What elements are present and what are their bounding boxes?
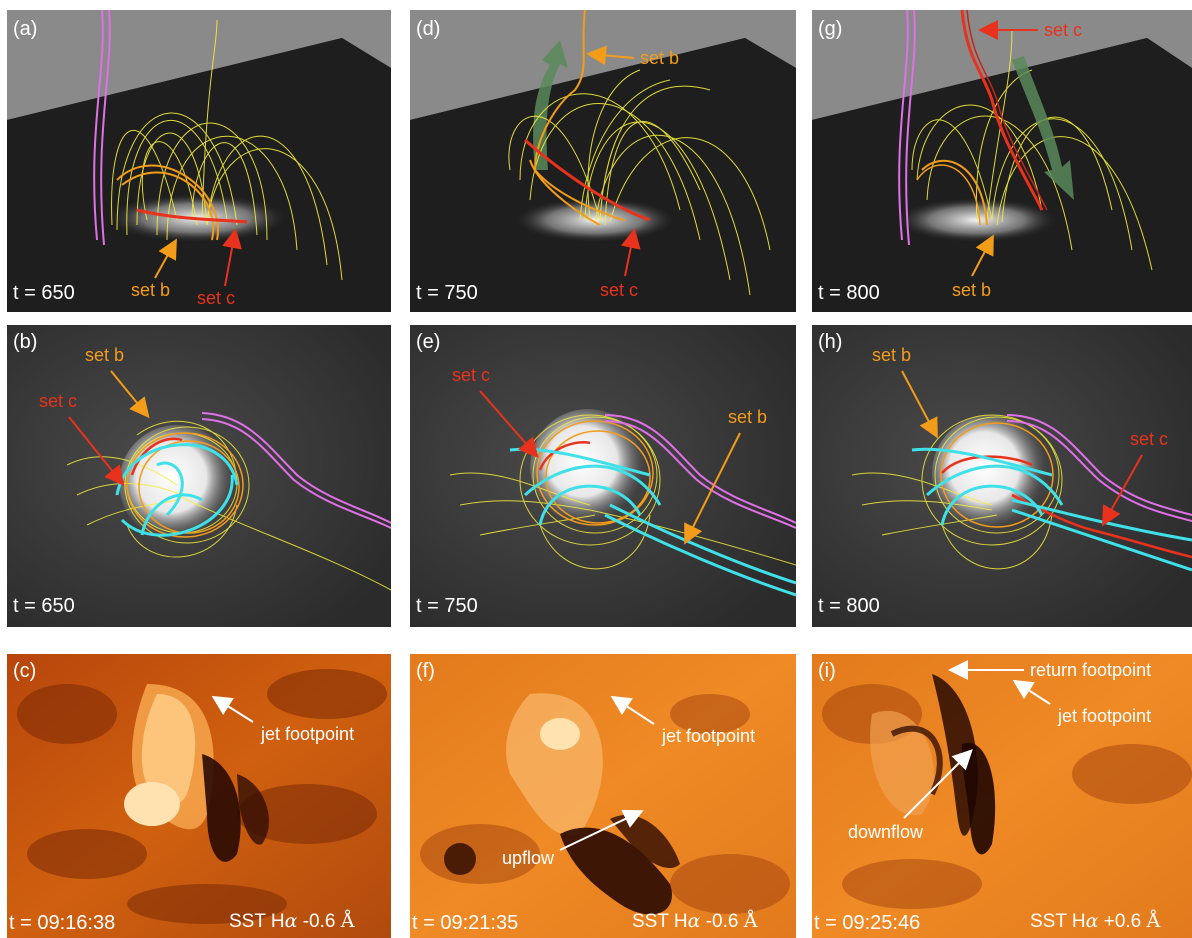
panel-c-instrument: SST Hα -0.6 Å (229, 910, 355, 933)
panel-e: (e) t = 750 set c set b (410, 325, 796, 627)
panel-a: (a) t = 650 set b set c (7, 10, 391, 312)
panel-i-annotation-return-footpoint: return footpoint (1030, 660, 1152, 680)
panel-e-label: (e) (416, 331, 441, 353)
panel-a-render (7, 10, 391, 312)
panel-b-label: (b) (13, 331, 38, 353)
panel-i: (i) t = 09:25:46 return footpoint jet fo… (812, 654, 1192, 938)
panel-g-render (812, 10, 1192, 312)
panel-g: (g) t = 800 set c set b (812, 10, 1192, 312)
line-symbol: α (284, 910, 298, 932)
panel-e-annotation-set-c: set c (452, 365, 491, 385)
panel-i-label: (i) (818, 660, 836, 682)
panel-b: (b) t = 650 set b set c (7, 325, 391, 627)
panel-i-annotation-jet-footpoint: jet footpoint (1058, 706, 1152, 726)
panel-h-render (812, 325, 1192, 627)
panel-g-label: (g) (818, 18, 843, 40)
panel-a-label: (a) (13, 18, 38, 40)
panel-f-annotation-upflow: upflow (502, 848, 555, 868)
panel-c-image (7, 654, 391, 938)
panel-b-time: t = 650 (13, 595, 75, 617)
panel-g-time: t = 800 (818, 282, 880, 304)
panel-f: (f) t = 09:21:35 jet footpoint upflow SS… (410, 654, 796, 938)
panel-d-render (410, 10, 796, 312)
panel-c: (c) t = 09:16:38 jet footpoint SST Hα -0… (7, 654, 391, 938)
panel-f-instrument: SST Hα -0.6 Å (632, 910, 758, 933)
panel-g-annotation-set-b: set b (952, 280, 992, 300)
panel-a-time: t = 650 (13, 282, 75, 304)
panel-d: (d) t = 750 set b set c (410, 10, 796, 312)
wavelength-offset: +0.6 (1103, 911, 1142, 932)
line-symbol: α (1085, 910, 1099, 932)
panel-b-annotation-set-c: set c (39, 391, 78, 411)
panel-d-time: t = 750 (416, 282, 478, 304)
panel-d-annotation-set-c: set c (600, 280, 639, 300)
panel-h-annotation-set-b: set b (872, 345, 912, 365)
panel-h: (h) t = 800 set b set c (812, 325, 1192, 627)
panel-e-annotation-set-b: set b (728, 407, 768, 427)
panel-h-label: (h) (818, 331, 843, 353)
panel-b-render (7, 325, 391, 627)
wavelength-offset: -0.6 (705, 911, 739, 932)
panel-d-annotation-set-b: set b (640, 48, 680, 68)
panel-e-time: t = 750 (416, 595, 478, 617)
panel-c-annotation-jet-footpoint: jet footpoint (261, 724, 355, 744)
panel-f-label: (f) (416, 660, 435, 682)
panel-i-annotation-downflow: downflow (848, 822, 924, 842)
panel-g-annotation-set-c: set c (1044, 20, 1083, 40)
panel-h-annotation-set-c: set c (1130, 429, 1169, 449)
panel-f-image (410, 654, 796, 938)
panel-a-annotation-set-c: set c (197, 288, 236, 308)
panel-f-time: t = 09:21:35 (412, 912, 519, 934)
wavelength-unit: Å (1146, 910, 1161, 932)
wavelength-offset: -0.6 (302, 911, 336, 932)
panel-i-time: t = 09:25:46 (814, 912, 921, 934)
instrument-name: SST H (1030, 911, 1086, 932)
instrument-name: SST H (229, 911, 285, 932)
panel-c-time: t = 09:16:38 (9, 912, 116, 934)
panel-i-instrument: SST Hα +0.6 Å (1030, 910, 1160, 933)
panel-b-annotation-set-b: set b (85, 345, 125, 365)
panel-i-image (812, 654, 1192, 938)
panel-h-time: t = 800 (818, 595, 880, 617)
wavelength-unit: Å (340, 910, 355, 932)
instrument-name: SST H (632, 911, 688, 932)
line-symbol: α (687, 910, 701, 932)
panel-f-annotation-jet-footpoint: jet footpoint (662, 726, 756, 746)
panel-c-label: (c) (13, 660, 37, 682)
wavelength-unit: Å (743, 910, 758, 932)
panel-d-label: (d) (416, 18, 441, 40)
panel-a-annotation-set-b: set b (131, 280, 171, 300)
